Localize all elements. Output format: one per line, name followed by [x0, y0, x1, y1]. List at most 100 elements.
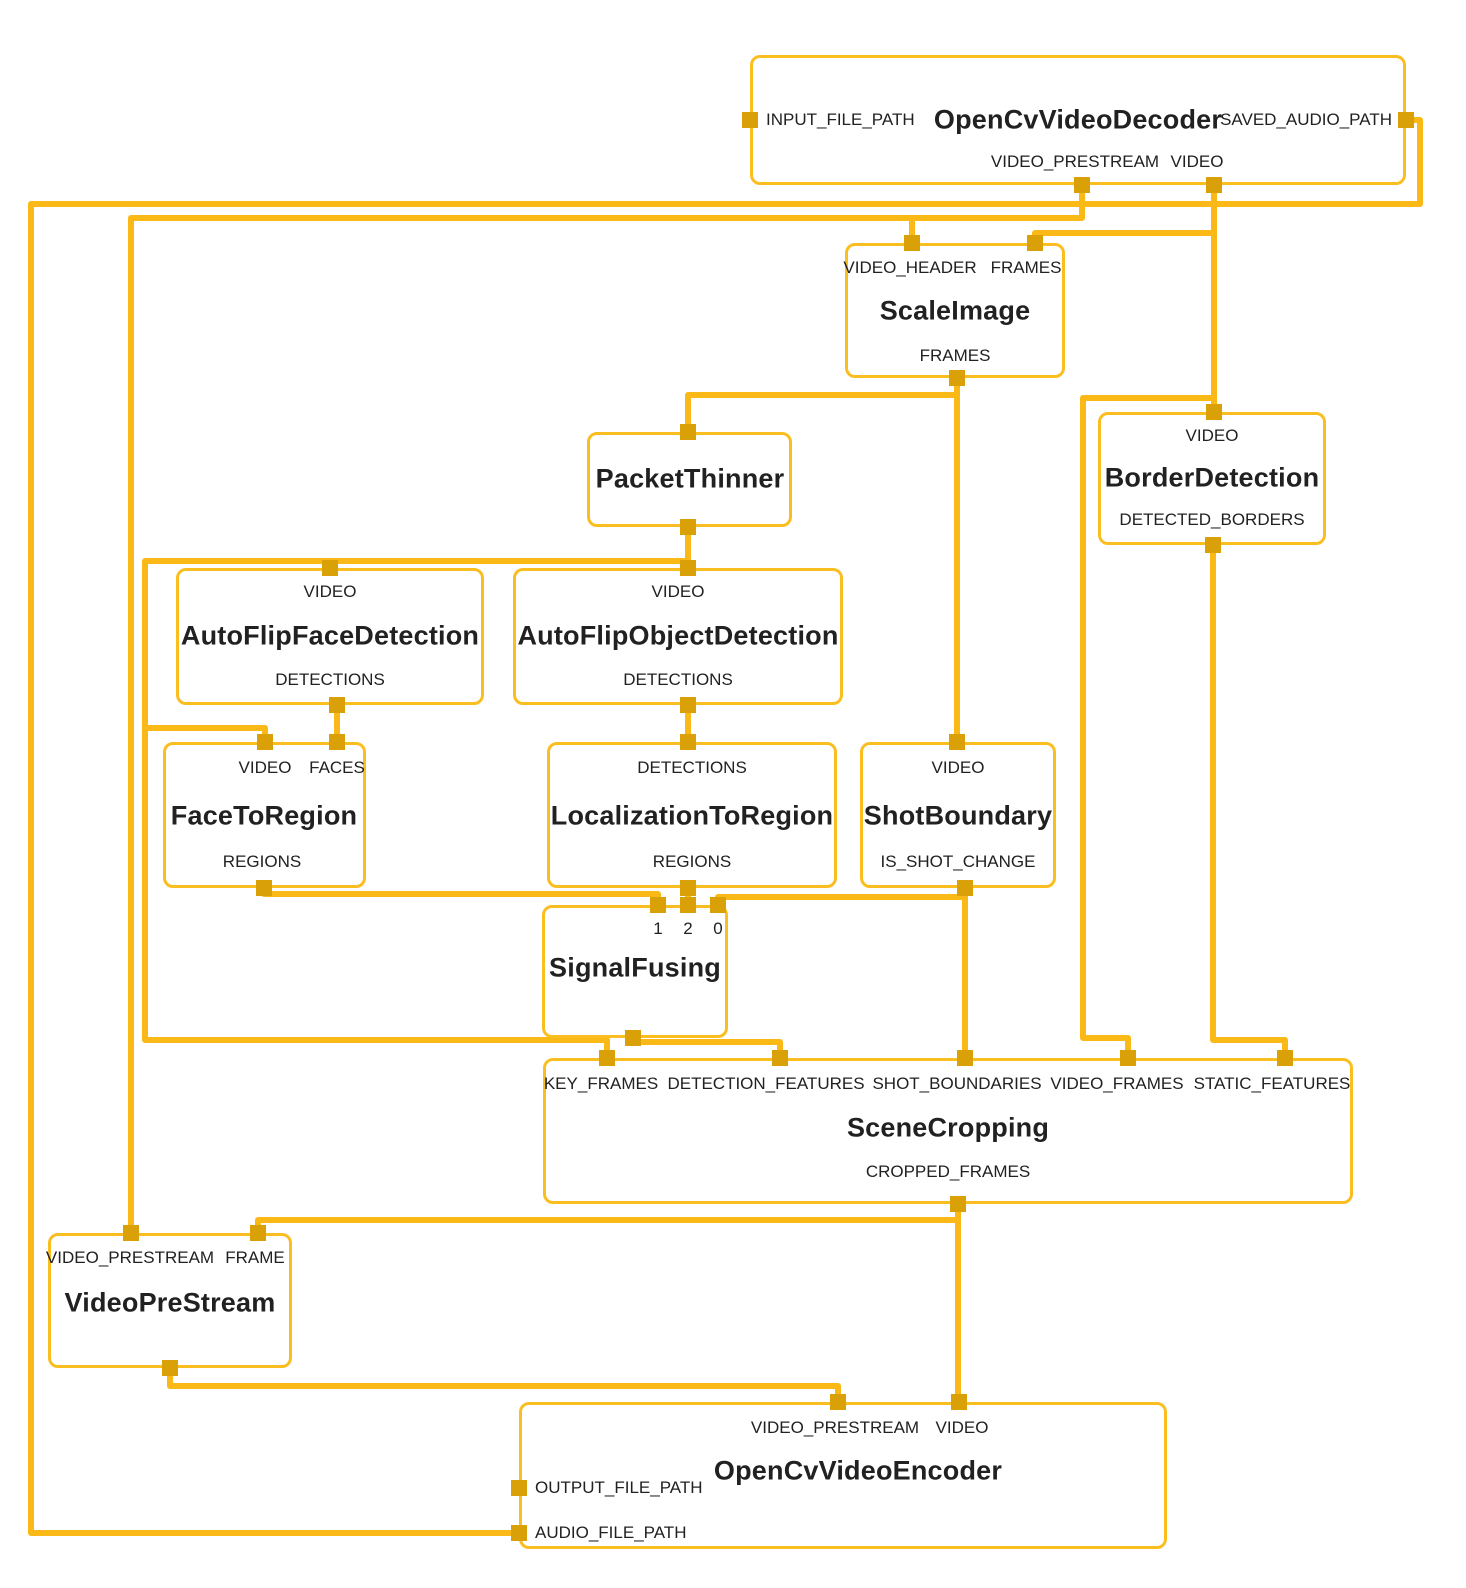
edge-videoprestream-to-encoder-video-prestream [167, 1368, 841, 1402]
port-autoflip-face-detection-detections[interactable] [329, 697, 345, 713]
port-packet-thinner-out[interactable] [680, 519, 696, 535]
port-scene-cropping-detection-features[interactable] [772, 1050, 788, 1066]
port-packet-thinner-in[interactable] [680, 424, 696, 440]
port-border-detection-video[interactable] [1206, 404, 1222, 420]
port-scene-cropping-static-features[interactable] [1277, 1050, 1293, 1066]
port-label-scale-image-0: VIDEO_HEADER [843, 258, 977, 277]
port-label-opencv-video-encoder-0: VIDEO_PRESTREAM [750, 1418, 920, 1437]
port-label-opencv-video-encoder-2: OUTPUT_FILE_PATH [535, 1478, 703, 1497]
port-label-localization-to-region-1: REGIONS [652, 852, 732, 871]
port-label-shot-boundary-0: VIDEO [931, 758, 985, 777]
port-localization-to-region-regions[interactable] [680, 880, 696, 896]
port-scale-image-frames-out[interactable] [949, 370, 965, 386]
port-label-scene-cropping-2: SHOT_BOUNDARIES [872, 1074, 1042, 1093]
port-autoflip-object-detection-video[interactable] [680, 560, 696, 576]
port-border-detection-detected-borders[interactable] [1205, 537, 1221, 553]
port-label-video-pre-stream-0: VIDEO_PRESTREAM [45, 1248, 215, 1267]
port-label-opencv-video-decoder-1: SAVED_AUDIO_PATH [1220, 110, 1392, 129]
port-label-border-detection-1: DETECTED_BORDERS [1119, 510, 1305, 529]
port-opencv-video-encoder-output-file-path[interactable] [511, 1480, 527, 1496]
port-face-to-region-regions[interactable] [256, 880, 272, 896]
port-label-scene-cropping-1: DETECTION_FEATURES [667, 1074, 865, 1093]
port-label-localization-to-region-0: DETECTIONS [637, 758, 747, 777]
port-label-scale-image-2: FRAMES [919, 346, 991, 365]
edge-shotboundary-branch-to-signalfusing-0 [715, 894, 965, 905]
port-label-opencv-video-encoder-3: AUDIO_FILE_PATH [535, 1523, 687, 1542]
port-scale-image-video-header[interactable] [904, 235, 920, 251]
port-label-video-pre-stream-1: FRAME [225, 1248, 285, 1267]
edge-signalfusing-to-scenecropping-detection-features [630, 1038, 783, 1058]
node-scene-cropping[interactable] [543, 1058, 1353, 1204]
port-label-face-to-region-0: VIDEO [238, 758, 292, 777]
edge-decoder-saved-audio-to-encoder-audio-file [28, 117, 1423, 1536]
node-opencv-video-encoder[interactable] [519, 1402, 1167, 1549]
port-face-to-region-faces[interactable] [329, 734, 345, 750]
port-scene-cropping-video-frames[interactable] [1120, 1050, 1136, 1066]
port-label-scene-cropping-0: KEY_FRAMES [543, 1074, 659, 1093]
node-title-video-pre-stream: VideoPreStream [64, 1287, 276, 1318]
edge-borderdetection-to-scenecropping-static-features [1210, 545, 1288, 1058]
port-shot-boundary-is-shot-change[interactable] [957, 880, 973, 896]
port-scene-cropping-shot-boundaries[interactable] [957, 1050, 973, 1066]
edge-packetthinner-branch-to-facetoregion-video [145, 725, 268, 742]
node-face-to-region[interactable] [163, 742, 366, 888]
node-shot-boundary[interactable] [860, 742, 1056, 888]
port-label-autoflip-face-detection-0: VIDEO [303, 582, 357, 601]
node-title-packet-thinner: PacketThinner [595, 463, 785, 494]
node-scale-image[interactable] [845, 243, 1065, 378]
port-scale-image-frames-in[interactable] [1027, 235, 1043, 251]
port-opencv-video-decoder-input-file-path[interactable] [742, 112, 758, 128]
port-label-opencv-video-decoder-0: INPUT_FILE_PATH [766, 110, 915, 129]
port-signal-fusing-in-0[interactable] [710, 897, 726, 913]
port-scene-cropping-cropped-frames[interactable] [950, 1196, 966, 1212]
port-label-opencv-video-decoder-3: VIDEO [1170, 152, 1224, 171]
port-label-signal-fusing-0: 1 [653, 919, 663, 938]
port-opencv-video-decoder-video[interactable] [1206, 177, 1222, 193]
node-title-autoflip-object-detection: AutoFlipObjectDetection [517, 620, 839, 651]
port-signal-fusing-in-2[interactable] [680, 897, 696, 913]
node-signal-fusing[interactable] [542, 905, 728, 1038]
edge-scenecropping-branch-to-videoprestream-frame [255, 1217, 958, 1233]
port-video-pre-stream-out[interactable] [162, 1360, 178, 1376]
port-opencv-video-encoder-audio-file-path[interactable] [511, 1525, 527, 1541]
port-label-face-to-region-1: FACES [309, 758, 365, 777]
port-label-opencv-video-decoder-2: VIDEO_PRESTREAM [990, 152, 1160, 171]
port-label-face-to-region-2: REGIONS [222, 852, 302, 871]
node-title-opencv-video-decoder: OpenCvVideoDecoder [933, 104, 1223, 135]
port-signal-fusing-out[interactable] [625, 1030, 641, 1046]
port-label-autoflip-object-detection-1: DETECTIONS [623, 670, 733, 689]
port-video-pre-stream-frame[interactable] [250, 1225, 266, 1241]
port-localization-to-region-detections[interactable] [680, 734, 696, 750]
node-autoflip-object-detection[interactable] [513, 568, 843, 705]
edge-scaleimage-frames-branch-to-packetthinner [685, 392, 957, 432]
port-label-autoflip-face-detection-1: DETECTIONS [275, 670, 385, 689]
node-title-shot-boundary: ShotBoundary [863, 800, 1053, 831]
port-signal-fusing-in-1[interactable] [650, 897, 666, 913]
port-shot-boundary-video[interactable] [949, 734, 965, 750]
port-opencv-video-encoder-video[interactable] [951, 1394, 967, 1410]
node-title-opencv-video-encoder: OpenCvVideoEncoder [713, 1455, 1003, 1486]
node-title-face-to-region: FaceToRegion [170, 800, 358, 831]
edge-facetoregion-regions-to-signalfusing-1 [261, 888, 661, 905]
node-title-border-detection: BorderDetection [1104, 462, 1320, 493]
port-opencv-video-encoder-video-prestream[interactable] [830, 1394, 846, 1410]
port-label-scene-cropping-4: STATIC_FEATURES [1193, 1074, 1351, 1093]
node-border-detection[interactable] [1098, 412, 1326, 545]
port-label-signal-fusing-2: 0 [713, 919, 723, 938]
port-label-opencv-video-encoder-1: VIDEO [935, 1418, 989, 1437]
port-video-pre-stream-video-prestream[interactable] [123, 1225, 139, 1241]
port-label-scene-cropping-5: CROPPED_FRAMES [865, 1162, 1031, 1181]
port-label-border-detection-0: VIDEO [1185, 426, 1239, 445]
node-title-autoflip-face-detection: AutoFlipFaceDetection [180, 620, 480, 651]
port-autoflip-object-detection-detections[interactable] [680, 697, 696, 713]
node-title-scene-cropping: SceneCropping [846, 1112, 1050, 1143]
port-label-scale-image-1: FRAMES [990, 258, 1062, 277]
node-opencv-video-decoder[interactable] [750, 55, 1406, 185]
port-opencv-video-decoder-saved-audio-path[interactable] [1398, 112, 1414, 128]
port-autoflip-face-detection-video[interactable] [322, 560, 338, 576]
port-face-to-region-video[interactable] [257, 734, 273, 750]
port-scene-cropping-key-frames[interactable] [599, 1050, 615, 1066]
port-label-scene-cropping-3: VIDEO_FRAMES [1050, 1074, 1184, 1093]
port-opencv-video-decoder-video-prestream[interactable] [1074, 177, 1090, 193]
